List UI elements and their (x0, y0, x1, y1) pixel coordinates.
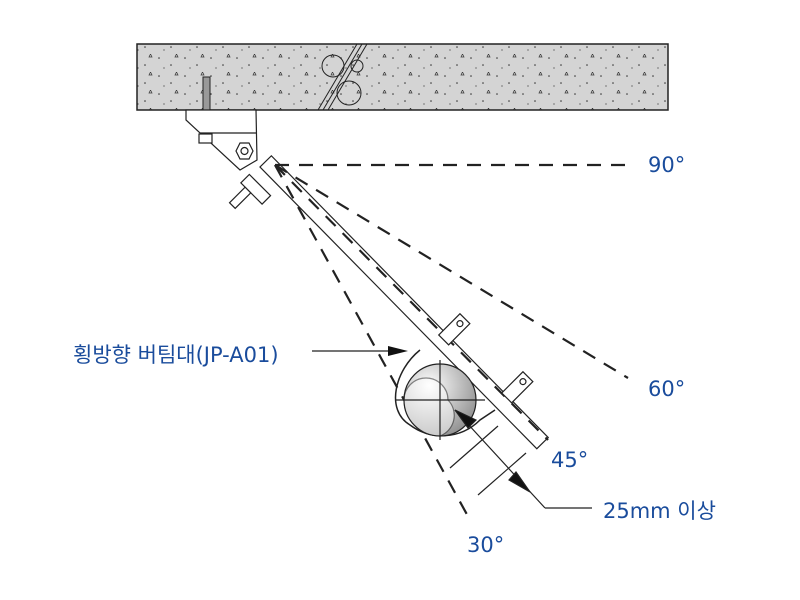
clearance-label: 25mm 이상 (603, 499, 716, 523)
brace-pointer-arrow (312, 346, 408, 356)
concrete-slab (136, 43, 669, 111)
ceiling-bracket (185, 109, 272, 210)
clearance-dimension (449, 409, 592, 509)
pipe-clamp (394, 312, 534, 440)
angle-30-label: 30° (467, 533, 505, 557)
brace-arm (259, 154, 550, 450)
brace-label: 횡방향 버팀대(JP-A01) (73, 343, 279, 367)
angle-60-label: 60° (648, 377, 686, 401)
angle-45-label: 45° (551, 448, 589, 472)
angle-90-label: 90° (648, 153, 686, 177)
